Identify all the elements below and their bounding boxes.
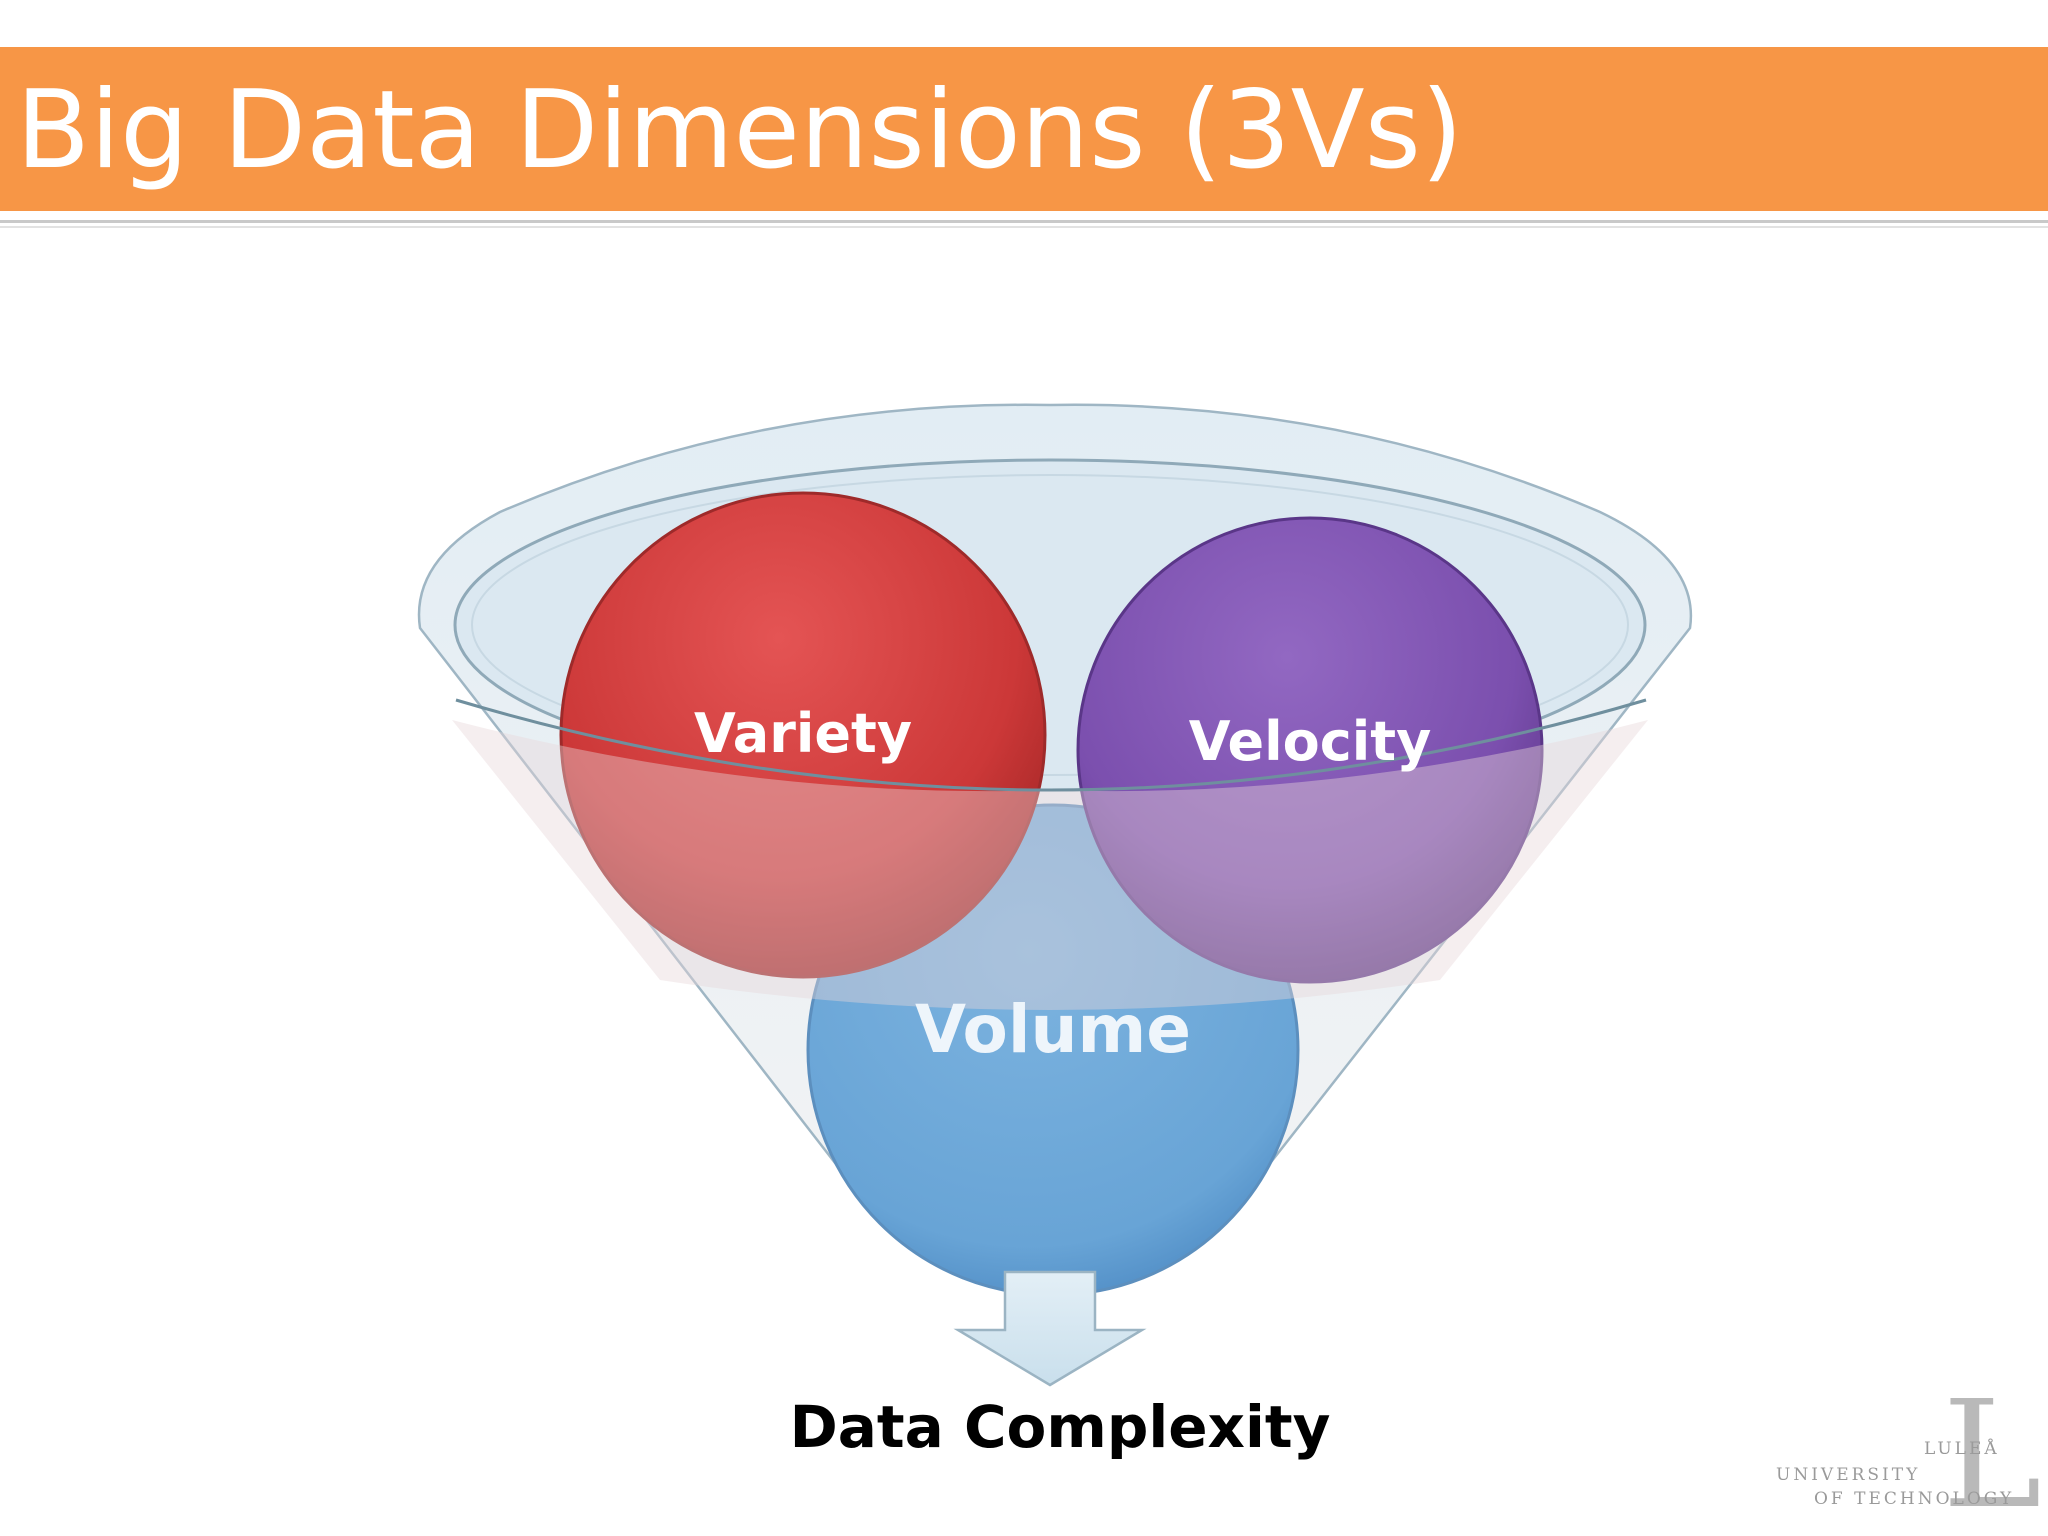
funnel-glass-front [452, 720, 1648, 1010]
logo-line-2: UNIVERSITY [1776, 1465, 1921, 1485]
title-divider [0, 220, 2048, 223]
diagram-caption: Data Complexity [789, 1393, 1331, 1461]
university-logo: L LULEÅ UNIVERSITY OF TECHNOLOGY [1772, 1368, 2042, 1536]
title-divider-secondary [0, 226, 2048, 228]
title-bar [0, 47, 2048, 211]
velocity-circle [1076, 516, 1544, 984]
down-arrow-icon [953, 1270, 1147, 1387]
variety-label: Variety [694, 702, 912, 765]
variety-circle [559, 491, 1047, 979]
logo-line-1: LULEÅ [1924, 1439, 2000, 1459]
funnel-rim-front-edge [455, 698, 1647, 792]
volume-label: Volume [915, 991, 1191, 1068]
funnel-rim-highlight [471, 474, 1629, 776]
slide-title: Big Data Dimensions (3Vs) [16, 68, 1463, 193]
logo-line-3: OF TECHNOLOGY [1814, 1489, 2015, 1509]
velocity-label: Velocity [1189, 710, 1432, 773]
